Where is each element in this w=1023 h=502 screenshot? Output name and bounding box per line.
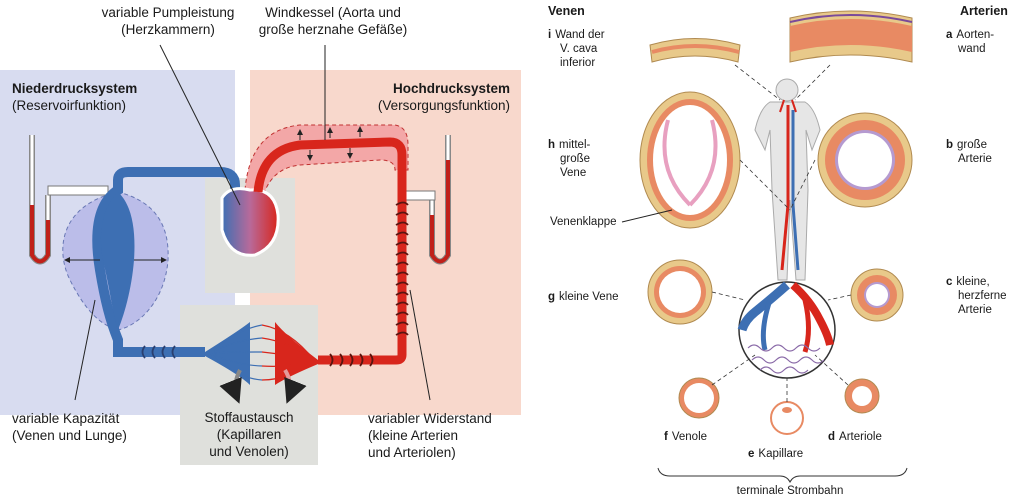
terminal-brace — [657, 467, 908, 484]
arteriole — [844, 378, 880, 414]
venous-coil — [141, 345, 176, 359]
terminal-label: terminale Strombahn — [736, 485, 844, 497]
windkessel-arrows — [297, 126, 363, 161]
heart — [220, 187, 280, 257]
arteries-header: Arterien — [960, 4, 1008, 18]
low-pressure-label: Niederdrucksystem(Reservoirfunktion) — [12, 81, 138, 113]
venous-manometer — [29, 135, 109, 265]
resistance-coil — [395, 201, 409, 336]
medium-vein — [639, 91, 741, 229]
leader-lines-left — [74, 44, 431, 401]
valve-label: Venenklappe — [550, 216, 617, 228]
vena-cava-wall — [649, 38, 741, 63]
aorta — [253, 137, 407, 365]
small-vein — [647, 259, 713, 325]
leader-lines-right — [711, 64, 852, 402]
arterial-manometer — [404, 135, 451, 265]
venous-vessel — [92, 180, 205, 357]
capillary-bed — [205, 322, 318, 404]
veins-header: Venen — [548, 4, 585, 18]
aortic-wall — [789, 10, 913, 63]
venule — [678, 377, 720, 419]
capillary — [770, 401, 804, 435]
arterial-coil — [329, 353, 374, 367]
venous-reservoir — [100, 192, 135, 330]
capacity-label: variable Kapazität(Venen und Lunge) — [12, 411, 127, 443]
small-artery — [850, 268, 904, 322]
venous-return — [113, 167, 240, 200]
body-figure — [754, 78, 821, 281]
valve-leader — [621, 209, 673, 223]
large-artery — [817, 112, 913, 208]
microcirculation — [737, 281, 836, 379]
high-pressure-label: Hochdrucksystem(Versorgungsfunktion) — [377, 81, 510, 113]
pump-label: variable Pumpleistung(Herzkammern) — [101, 5, 235, 37]
